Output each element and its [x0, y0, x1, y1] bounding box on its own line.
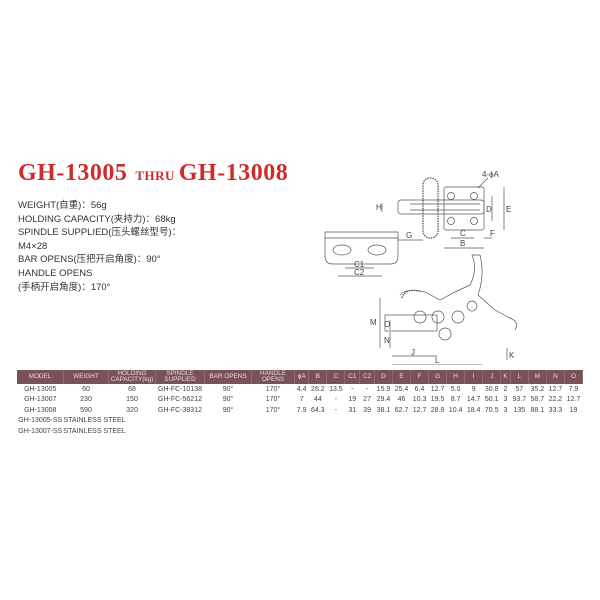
svg-text:D: D: [486, 205, 492, 214]
svg-text:O: O: [384, 320, 390, 329]
col-c1: C1: [344, 370, 361, 384]
svg-text:C2: C2: [354, 268, 365, 277]
svg-text:F: F: [490, 229, 495, 238]
side-plate-drawing: C1 C2: [324, 231, 399, 277]
spec-weight: WEIGHT(自重)：56g: [18, 200, 107, 211]
col-f: F: [410, 370, 430, 384]
col-o: O: [564, 370, 584, 384]
col-a: ϕA: [294, 370, 310, 384]
top-view-drawing: H G C F B D E 4-ϕA: [376, 170, 511, 249]
col-c2: C2: [359, 370, 375, 384]
svg-text:L: L: [435, 356, 440, 365]
svg-text:K: K: [509, 351, 515, 360]
col-h: H: [446, 370, 466, 384]
col-k: K: [500, 370, 511, 384]
svg-text:E: E: [506, 205, 511, 214]
table-row-stainless: GH-13007-SS STAINLESS STEEL: [18, 427, 126, 435]
svg-text:J: J: [411, 348, 415, 357]
col-m: M: [528, 370, 547, 384]
col-model: MODEL: [17, 370, 64, 384]
side-view-drawing: M O N J L K: [370, 254, 517, 365]
col-i: I: [464, 370, 484, 384]
spec-list: WEIGHT(自重)：56g HOLDING CAPACITY(夹持力)：68k…: [18, 199, 181, 294]
spec-handle-opens: HANDLE OPENS: [18, 267, 93, 279]
col-holding-capacity: HOLDING CAPACITY(kg): [108, 370, 156, 384]
spec-holding-capacity: HOLDING CAPACITY(夹持力)：68kg: [18, 213, 176, 225]
col-g: G: [428, 370, 448, 384]
col-spindle: SPINDLE SUPPLIED: [155, 370, 205, 384]
svg-text:G: G: [406, 231, 412, 240]
col-bar-opens: BAR OPENS: [204, 370, 252, 384]
col-n: N: [546, 370, 565, 384]
col-b: B: [308, 370, 328, 384]
svg-text:M: M: [370, 318, 377, 327]
svg-text:C: C: [460, 229, 466, 238]
title-part1: GH-13005: [18, 160, 128, 186]
technical-drawing: H G C F B D E 4-ϕA C1 C2 M O N J L K: [324, 170, 517, 365]
spec-spindle-supplied: SPINDLE SUPPLIED(压头螺丝型号)：: [18, 227, 182, 239]
spec-handle-opens-value: (手柄开启角度)：170°: [18, 281, 111, 293]
svg-text:N: N: [384, 336, 390, 345]
spec-spindle-value: M4×28: [18, 240, 48, 252]
svg-text:C1: C1: [354, 260, 365, 269]
spec-bar-opens: BAR OPENS(压把开启角度)：90°: [18, 254, 161, 266]
table-header-row: MODEL WEIGHT HOLDING CAPACITY(kg) SPINDL…: [17, 370, 584, 384]
title-thru: THRU: [135, 168, 175, 183]
col-c: C: [326, 370, 346, 384]
table-row-stainless: GH-13005-SS STAINLESS STEEL: [18, 417, 126, 425]
spec-table: MODEL WEIGHT HOLDING CAPACITY(kg) SPINDL…: [17, 370, 584, 437]
title-part2: GH-13008: [178, 160, 289, 186]
col-handle-opens: HANDLE OPENS: [251, 370, 295, 384]
svg-text:4-ϕA: 4-ϕA: [482, 170, 500, 179]
svg-text:B: B: [460, 239, 465, 248]
svg-text:H: H: [376, 203, 382, 212]
col-e: E: [392, 370, 412, 384]
col-l: L: [510, 370, 529, 384]
col-weight: WEIGHT: [63, 370, 109, 384]
col-j: J: [482, 370, 502, 384]
col-d: D: [374, 370, 394, 384]
